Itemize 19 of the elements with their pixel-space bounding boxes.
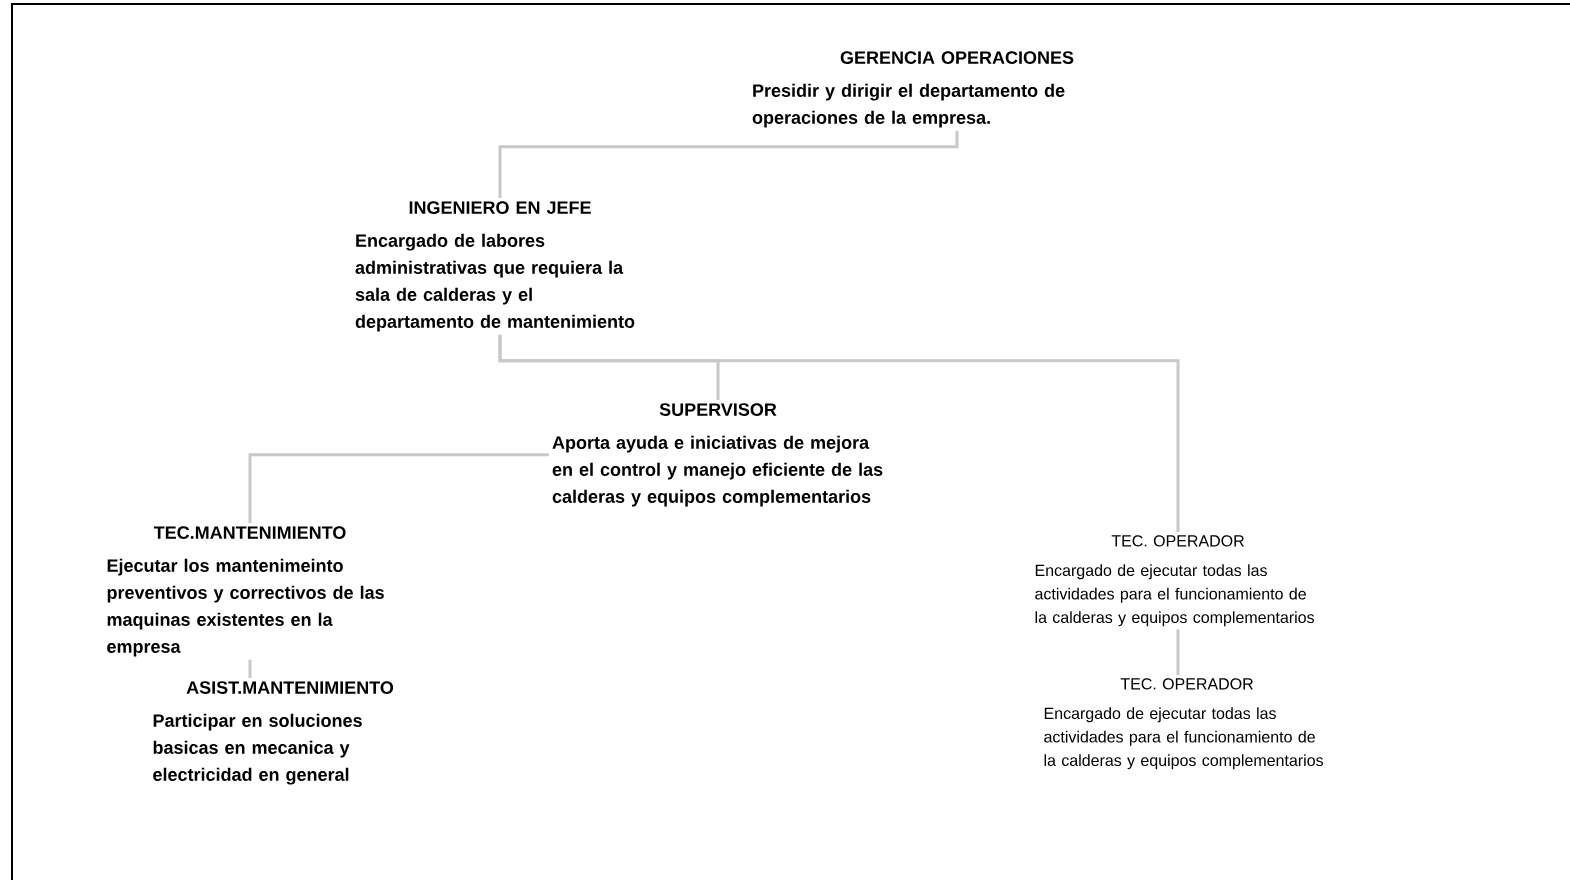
role-description: Aporta ayuda e iniciativas de mejora en el control y manejo eficiente de las calderas y equipos complementarios bbox=[552, 435, 883, 507]
role-description: Ejecutar los mantenimeinto preventivos y correctivos de las maquinas existentes en la empresa bbox=[107, 558, 384, 657]
role-description: Encargado de ejecutar todas las actividades para el funcionamiento de la calderas y equipos complementarios bbox=[1044, 707, 1323, 770]
role-description: Presidir y dirigir el departamento de operaciones de la empresa. bbox=[752, 83, 1065, 128]
connector-line bbox=[248, 453, 549, 523]
role-title: TEC. OPERADOR bbox=[1120, 678, 1253, 690]
connector-line bbox=[498, 130, 959, 198]
role-description: Participar en soluciones basicas en mecanica y electricidad en general bbox=[153, 713, 362, 785]
connector-line bbox=[248, 659, 252, 678]
role-title: SUPERVISOR bbox=[659, 403, 777, 416]
role-title: GERENCIA OPERACIONES bbox=[840, 51, 1074, 64]
role-title: ASIST.MANTENIMIENTO bbox=[186, 681, 394, 694]
role-description: Encargado de ejecutar todas las actividades para el funcionamiento de la calderas y equipos complementarios bbox=[1035, 564, 1314, 627]
connector-line bbox=[1176, 629, 1180, 675]
role-title: TEC.MANTENIMIENTO bbox=[153, 526, 346, 539]
role-description: Encargado de labores administrativas que requiera la sala de calderas y el departamento de mantenimiento bbox=[355, 233, 635, 332]
connector-line bbox=[498, 334, 1180, 532]
role-title: TEC. OPERADOR bbox=[1111, 535, 1244, 547]
role-title: INGENIERO EN JEFE bbox=[409, 201, 591, 214]
